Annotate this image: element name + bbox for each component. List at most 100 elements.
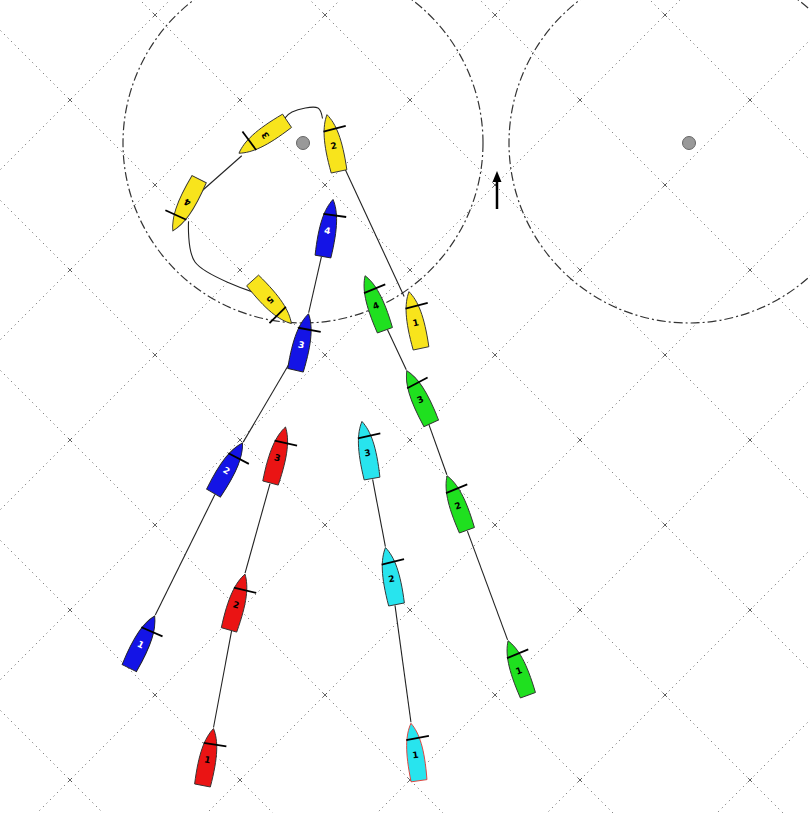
grid-line [0, 530, 810, 813]
boom-line [364, 284, 386, 293]
boat-position: 3 [261, 424, 295, 485]
hull-shape [314, 198, 341, 258]
grid-cross [238, 438, 242, 442]
hull-shape [165, 175, 207, 234]
boat-position: 4 [313, 198, 343, 259]
boom-line [405, 303, 428, 309]
grid-cross [323, 693, 327, 697]
grid-cross [323, 183, 327, 187]
hull-shape [439, 473, 475, 533]
boom-line [507, 649, 529, 658]
hull-shape [401, 290, 430, 350]
mark-buoy [297, 137, 310, 150]
boom-line [323, 126, 346, 132]
boat-position: 5 [245, 274, 299, 330]
grid-cross [748, 268, 752, 272]
boom-line [242, 131, 256, 151]
grid-line [0, 700, 810, 813]
grid-cross [323, 523, 327, 527]
boom-line [269, 307, 287, 323]
position-number: 3 [364, 448, 372, 458]
track-line [373, 479, 386, 546]
hull-shape [206, 439, 250, 498]
grid-cross [663, 183, 667, 187]
grid-cross [578, 98, 582, 102]
track-line [188, 221, 252, 292]
grid-cross [68, 438, 72, 442]
track-line [309, 257, 322, 313]
grid-line [0, 0, 810, 10]
grid-cross [663, 13, 667, 17]
grid-cross [238, 98, 242, 102]
grid-cross [408, 438, 412, 442]
grid-line [0, 0, 810, 10]
grid-line [0, 0, 810, 180]
boom-line [407, 378, 428, 389]
grid-cross [408, 268, 412, 272]
boat-position: 2 [376, 546, 407, 607]
boom-line [323, 213, 346, 218]
track-line [395, 605, 411, 722]
boat-position: 1 [193, 727, 224, 788]
grid-line [0, 360, 810, 813]
grid-cross [153, 353, 157, 357]
boom-line [446, 484, 468, 493]
boat-position: 1 [401, 722, 429, 782]
track-line [344, 166, 404, 296]
boat-position: 3 [352, 420, 382, 481]
zone-circle [123, 0, 483, 323]
grid-cross [238, 268, 242, 272]
grid-line [0, 20, 810, 813]
grid-cross [663, 523, 667, 527]
grid-line [0, 20, 810, 813]
track-line [429, 424, 447, 474]
wind-arrow [493, 171, 502, 209]
grid-cross [153, 693, 157, 697]
grid-line [0, 0, 810, 180]
grid-cross [68, 268, 72, 272]
grid-line [0, 530, 810, 813]
grid-cross [153, 183, 157, 187]
grid-cross [748, 778, 752, 782]
grid-line [0, 700, 810, 813]
hull-shape [246, 275, 298, 330]
boat-position: 2 [317, 113, 349, 174]
boat-position: 1 [120, 612, 163, 673]
grid-cross [578, 268, 582, 272]
track-line [155, 495, 215, 616]
boat-position: 2 [438, 472, 477, 533]
grid-cross [493, 693, 497, 697]
grid-cross [578, 438, 582, 442]
boat-position: 2 [219, 571, 254, 632]
grid-cross [748, 608, 752, 612]
boom-line [275, 440, 297, 447]
grid-line [0, 190, 810, 813]
track-line [467, 531, 507, 640]
track-line [387, 329, 406, 369]
grid-line [0, 0, 810, 350]
hull-shape [194, 727, 222, 787]
grid-cross [493, 523, 497, 527]
hull-shape [262, 425, 294, 485]
boat-position: 4 [356, 272, 395, 333]
boat-position: 1 [399, 290, 431, 351]
hull-shape [221, 572, 254, 632]
boom-line [165, 209, 186, 220]
hull-shape [500, 638, 536, 698]
grid-cross [408, 608, 412, 612]
boat-position: 4 [164, 175, 208, 236]
boat-position: 3 [233, 112, 292, 161]
grid-cross [68, 98, 72, 102]
track-line [202, 156, 242, 191]
grid-line [0, 0, 810, 690]
grid-cross [663, 353, 667, 357]
hull-shape [353, 420, 380, 480]
grid-cross [493, 353, 497, 357]
boom-line [381, 559, 404, 564]
hull-shape [377, 546, 405, 606]
grid-line [0, 0, 810, 350]
hull-shape [357, 273, 393, 333]
